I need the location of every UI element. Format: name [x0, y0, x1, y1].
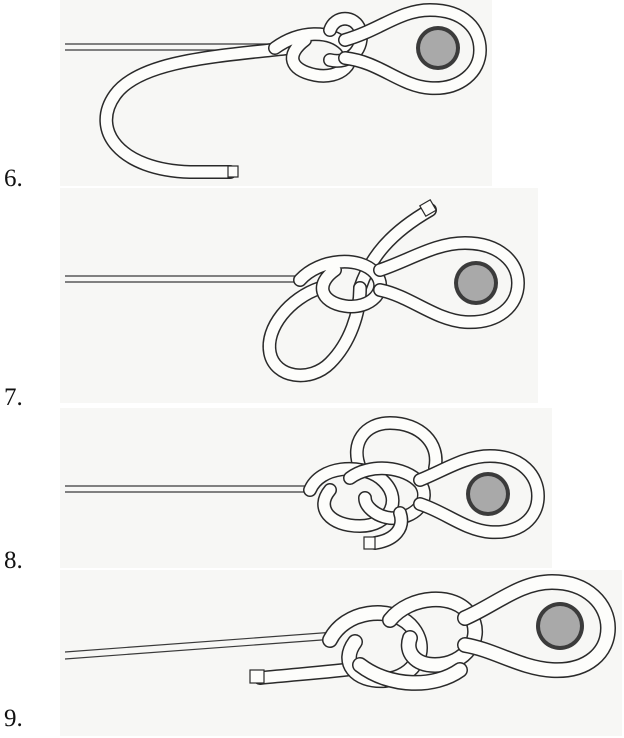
step-7-panel	[60, 188, 538, 403]
step-6-knot-illustration	[60, 0, 492, 186]
rope-end-whipping	[364, 537, 375, 549]
rope-end-whipping	[250, 670, 264, 683]
thimble-center	[420, 30, 456, 66]
step-9-label: 9.	[4, 706, 23, 731]
step-7-knot-illustration	[60, 188, 538, 403]
step-6-panel	[60, 0, 492, 186]
step-6-label: 6.	[4, 166, 23, 191]
step-8-panel	[60, 408, 552, 568]
rope-end-whipping	[228, 166, 238, 177]
step-9-knot-illustration	[60, 570, 622, 736]
step-8-knot-illustration	[60, 408, 552, 568]
step-7-label: 7.	[4, 385, 23, 410]
step-8-label: 8.	[4, 548, 23, 573]
thimble-center	[458, 265, 494, 301]
thimble-center	[540, 606, 580, 646]
step-9-panel	[60, 570, 622, 736]
thimble-center	[470, 476, 506, 512]
